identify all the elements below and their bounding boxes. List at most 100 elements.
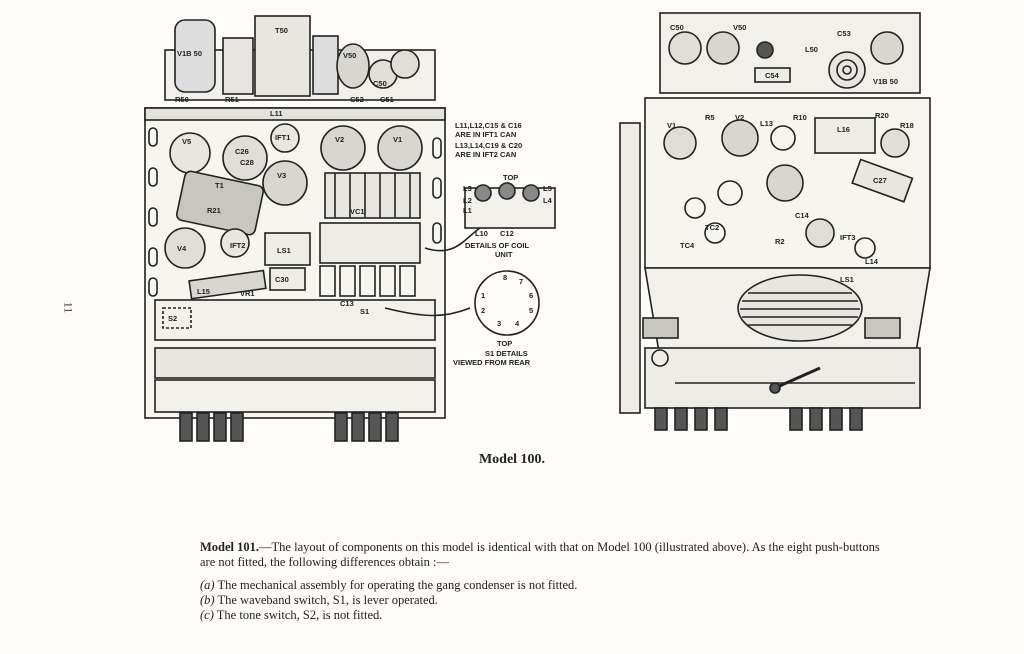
knobs (654, 407, 863, 431)
label-t50: T50 (275, 26, 288, 35)
label-vc1: VC1 (350, 207, 365, 216)
label-top-coil: TOP (503, 173, 518, 182)
electrolytic-v1b (174, 19, 216, 93)
s2-outline (162, 307, 192, 329)
label-vr1: VR1 (240, 289, 255, 298)
label-v50: V50 (733, 23, 746, 32)
can-2 (312, 35, 339, 95)
label-ift2: IFT2 (230, 241, 245, 250)
s1-contact-5: 5 (529, 306, 533, 315)
valve-v3 (262, 160, 308, 206)
label-l3: L3 (463, 184, 472, 193)
coil-l16 (814, 117, 876, 154)
paragraph-lead: Model 101. (200, 540, 260, 554)
label-c53: C53 (837, 29, 851, 38)
label-l4: L4 (543, 196, 553, 205)
label-l13: L13 (760, 119, 773, 128)
speaker-grille (740, 292, 860, 326)
differences-list: (a) The mechanical assembly for operatin… (200, 578, 880, 623)
label-l5: L5 (543, 184, 552, 193)
label-ift1: IFT1 (275, 133, 290, 142)
label-l2: L2 (463, 196, 472, 205)
label-top-s1: TOP (497, 339, 512, 348)
label-c52: C52 (350, 95, 364, 104)
switch-contacts (319, 265, 416, 297)
ift3 (854, 237, 876, 259)
valve-v2 (320, 125, 366, 171)
label-c50: C50 (373, 79, 387, 88)
knobs (179, 412, 399, 442)
chassis-diagram-left: V1B 50 T50 V50 R50 R51 C52 C51 C50 L11 V… (135, 8, 575, 448)
s1-contact-7: 7 (519, 277, 523, 286)
gang-vc1 (324, 172, 421, 219)
s1-contact-8: 8 (503, 273, 507, 282)
intro-paragraph: Model 101.—The layout of components on t… (200, 540, 880, 570)
valve-v50 (336, 43, 370, 89)
choke-l15 (188, 269, 267, 300)
note-can1-line2: ARE IN IFT1 CAN (455, 130, 516, 139)
figure-caption: Model 100. (478, 452, 546, 467)
s1-details-line2: VIEWED FROM REAR (453, 358, 531, 367)
label-c28: C28 (240, 158, 254, 167)
s1-detail-circle (474, 270, 540, 336)
label-r50: R50 (175, 95, 189, 104)
can-1 (222, 37, 254, 95)
bottom-panel (154, 379, 436, 413)
list-text: The waveband switch, S1, is lever operat… (217, 593, 438, 607)
right-slots (432, 137, 442, 244)
s1-contact-1: 1 (481, 291, 485, 300)
s1-contact-2: 2 (481, 306, 485, 315)
label-c51: C51 (380, 95, 394, 104)
valve-v2 (721, 119, 759, 157)
pushbutton-rail (154, 347, 436, 379)
list-marker: (b) (200, 593, 215, 607)
label-r2: R2 (775, 237, 785, 246)
label-v50: V50 (343, 51, 356, 60)
coil-details-line1: DETAILS OF COIL (465, 241, 529, 250)
label-c50: C50 (670, 23, 684, 32)
label-v2: V2 (735, 113, 744, 122)
s1-details-line1: S1 DETAILS (485, 349, 528, 358)
label-c12: C12 (500, 229, 514, 238)
label-tc2: TC2 (705, 223, 719, 232)
cap-c26 (222, 135, 268, 181)
label-l11: L11 (270, 109, 283, 118)
valve-v4 (164, 227, 206, 269)
label-c27: C27 (873, 176, 887, 185)
label-v1: V1 (393, 135, 402, 144)
label-v4: V4 (177, 244, 187, 253)
page-number: 11 (61, 301, 76, 314)
speaker-ls1 (264, 232, 311, 266)
can-ift1 (270, 123, 300, 153)
cap-c27 (851, 158, 914, 203)
paragraph-text: —The layout of components on this model … (200, 540, 880, 569)
switch-bank (319, 222, 421, 264)
front-panel (154, 299, 436, 341)
label-r51: R51 (225, 95, 239, 104)
list-marker: (a) (200, 578, 215, 592)
label-r10: R10 (793, 113, 807, 122)
label-ls1: LS1 (277, 246, 291, 255)
list-item: (c) The tone switch, S2, is not fitted. (200, 608, 880, 623)
s1-contact-3: 3 (497, 319, 501, 328)
note-can2-line1: L13,L14,C19 & C20 (455, 141, 522, 150)
label-tc4: TC4 (680, 241, 695, 250)
label-l16: L16 (837, 125, 850, 134)
label-r20: R20 (875, 111, 889, 120)
cap-round (390, 49, 420, 79)
list-item: (a) The mechanical assembly for operatin… (200, 578, 880, 593)
chassis-diagram-right: C50 V50 C53 L50 C54 V1B 50 V1 R5 V2 L13 … (615, 8, 935, 438)
note-can2-line2: ARE IN IFT2 CAN (455, 150, 516, 159)
label-l1: L1 (463, 206, 472, 215)
label-c54: C54 (765, 71, 780, 80)
note-can1-line1: L11,L12,C15 & C16 (455, 121, 522, 130)
label-l14: L14 (865, 257, 879, 266)
label-c30: C30 (275, 275, 289, 284)
speaker-ls1 (737, 274, 863, 342)
label-c14: C14 (795, 211, 810, 220)
list-item: (b) The waveband switch, S1, is lever op… (200, 593, 880, 608)
chassis-right-drawing: C50 V50 C53 L50 C54 V1B 50 V1 R5 V2 L13 … (619, 12, 931, 431)
label-v5: V5 (182, 137, 191, 146)
label-r21: R21 (207, 206, 221, 215)
can-ift2 (220, 228, 250, 258)
